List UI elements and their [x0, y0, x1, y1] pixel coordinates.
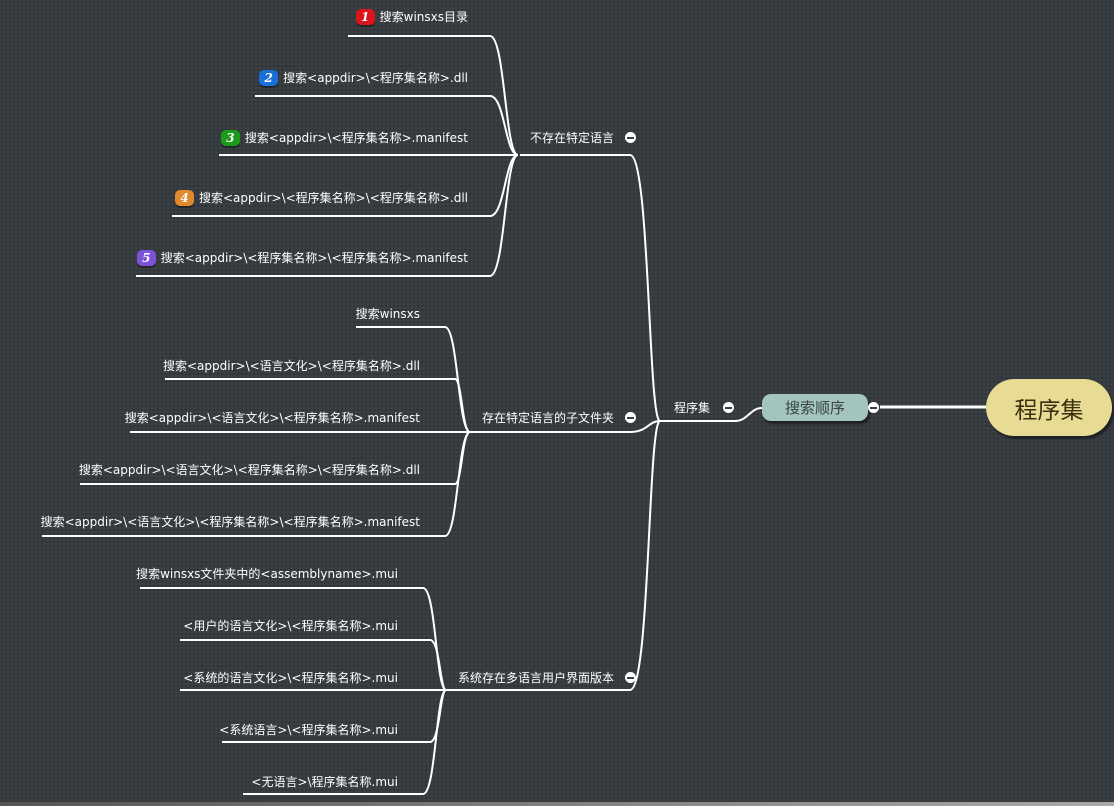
leaf-label: <用户的语言文化>\<程序集名称>.mui — [183, 619, 398, 633]
horizontal-scrollbar[interactable] — [0, 802, 1114, 806]
leaf-topic[interactable]: 5 搜索<appdir>\<程序集名称>\<程序集名称>.manifest — [136, 250, 468, 266]
leaf-topic[interactable]: 搜索<appdir>\<语言文化>\<程序集名称>.manifest — [125, 410, 420, 426]
leaf-topic[interactable]: <用户的语言文化>\<程序集名称>.mui — [183, 618, 398, 634]
leaf-label: 搜索<appdir>\<语言文化>\<程序集名称>\<程序集名称>.manife… — [40, 515, 420, 529]
collapse-icon[interactable] — [868, 402, 879, 413]
topic-language-subfolder[interactable]: 存在特定语言的子文件夹 — [482, 410, 614, 426]
leaf-topic[interactable]: 搜索<appdir>\<语言文化>\<程序集名称>\<程序集名称>.dll — [79, 462, 420, 478]
leaf-label: 搜索<appdir>\<程序集名称>.dll — [283, 71, 468, 85]
leaf-topic[interactable]: <无语言>\程序集名称.mui — [251, 774, 398, 790]
topic-no-specific-language[interactable]: 不存在特定语言 — [530, 130, 614, 146]
leaf-label: 搜索<appdir>\<程序集名称>\<程序集名称>.dll — [199, 191, 468, 205]
main-topic-label: 搜索顺序 — [784, 399, 845, 417]
leaf-topic[interactable]: 3 搜索<appdir>\<程序集名称>.manifest — [220, 130, 468, 146]
leaf-topic[interactable]: 搜索<appdir>\<语言文化>\<程序集名称>\<程序集名称>.manife… — [41, 514, 420, 530]
collapse-icon[interactable] — [625, 132, 636, 143]
priority-3-icon: 3 — [220, 130, 240, 146]
leaf-label: 搜索<appdir>\<语言文化>\<程序集名称>.manifest — [124, 411, 420, 425]
leaf-label: 搜索<appdir>\<程序集名称>\<程序集名称>.manifest — [160, 251, 468, 265]
topic-label: 程序集 — [674, 401, 711, 415]
collapse-icon[interactable] — [723, 402, 734, 413]
collapse-icon[interactable] — [625, 672, 636, 683]
leaf-label: 搜索winsxs目录 — [379, 10, 468, 24]
leaf-label: <系统语言>\<程序集名称>.mui — [219, 723, 398, 737]
leaf-topic[interactable]: 4 搜索<appdir>\<程序集名称>\<程序集名称>.dll — [175, 190, 468, 206]
leaf-topic[interactable]: <系统语言>\<程序集名称>.mui — [219, 722, 398, 738]
leaf-topic[interactable]: 搜索winsxs文件夹中的<assemblyname>.mui — [136, 566, 398, 582]
leaf-label: 搜索winsxs — [355, 307, 420, 321]
collapse-icon[interactable] — [625, 412, 636, 423]
topic-label: 存在特定语言的子文件夹 — [481, 411, 614, 425]
priority-1-icon: 1 — [355, 9, 375, 25]
leaf-topic[interactable]: 搜索winsxs — [356, 306, 420, 322]
priority-2-icon: 2 — [259, 70, 279, 86]
leaf-topic[interactable]: 1 搜索winsxs目录 — [355, 9, 468, 25]
topic-label: 不存在特定语言 — [529, 131, 614, 145]
leaf-label: <系统的语言文化>\<程序集名称>.mui — [183, 671, 398, 685]
topic-label: 系统存在多语言用户界面版本 — [457, 671, 614, 685]
leaf-label: 搜索<appdir>\<程序集名称>.manifest — [244, 131, 468, 145]
topic-mui[interactable]: 系统存在多语言用户界面版本 — [458, 670, 614, 686]
leaf-label: <无语言>\程序集名称.mui — [251, 775, 398, 789]
topic-assembly[interactable]: 程序集 — [674, 400, 710, 416]
leaf-topic[interactable]: <系统的语言文化>\<程序集名称>.mui — [183, 670, 398, 686]
leaf-label: 搜索<appdir>\<语言文化>\<程序集名称>\<程序集名称>.dll — [78, 463, 420, 477]
main-topic[interactable]: 搜索顺序 — [762, 394, 868, 421]
leaf-topic[interactable]: 搜索<appdir>\<语言文化>\<程序集名称>.dll — [163, 358, 420, 374]
priority-4-icon: 4 — [175, 190, 194, 206]
leaf-label: 搜索winsxs文件夹中的<assemblyname>.mui — [136, 567, 398, 581]
central-topic[interactable]: 程序集 — [986, 379, 1112, 436]
central-topic-label: 程序集 — [1014, 397, 1084, 424]
priority-5-icon: 5 — [136, 250, 156, 266]
leaf-topic[interactable]: 2 搜索<appdir>\<程序集名称>.dll — [259, 70, 468, 86]
leaf-label: 搜索<appdir>\<语言文化>\<程序集名称>.dll — [163, 359, 420, 373]
